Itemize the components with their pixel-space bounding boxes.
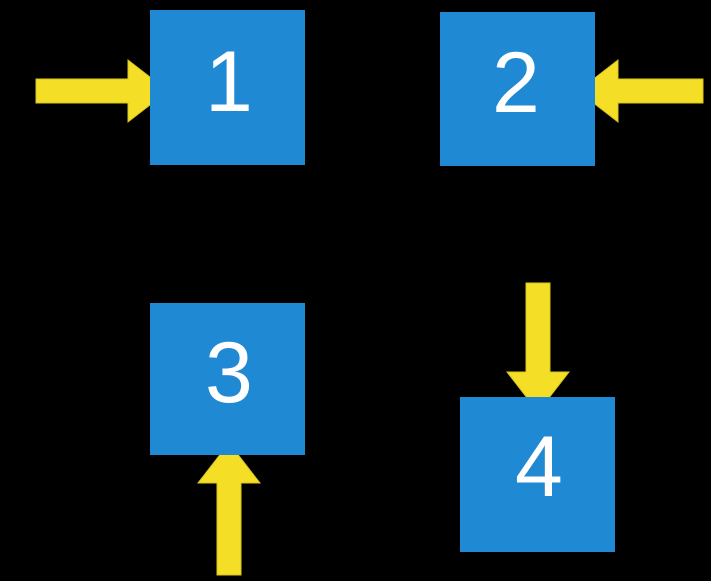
node-label-4: 4 [515,419,563,515]
arrow-into-box-4 [505,282,571,413]
arrow-into-box-2 [577,58,704,124]
node-box-3[interactable] [150,303,305,455]
node-box-4[interactable] [460,397,615,552]
node-label-1: 1 [205,34,253,130]
node-box-2[interactable] [440,12,595,166]
node-label-3: 3 [205,325,253,421]
node-box-1[interactable] [150,10,305,165]
arrow-into-box-1 [35,58,169,124]
arrow-into-box-3 [196,442,262,576]
node-label-2: 2 [492,35,540,131]
